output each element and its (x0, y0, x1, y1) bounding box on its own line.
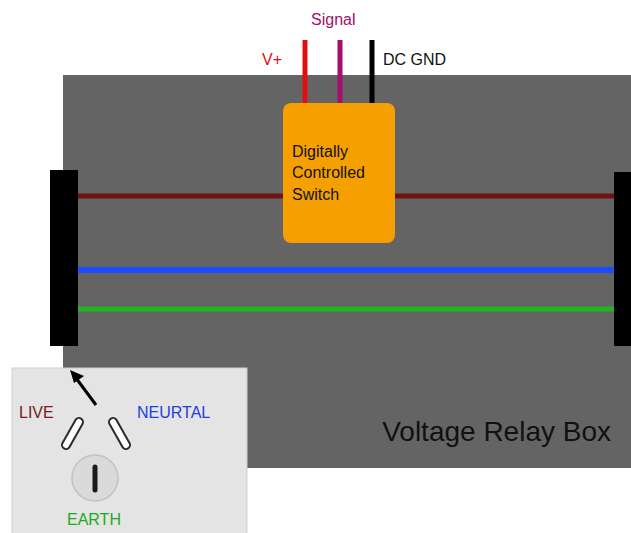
neutral-slot (113, 422, 126, 445)
plug-arrow-head (70, 370, 84, 383)
live-slot (66, 422, 79, 445)
output-connector (614, 172, 631, 346)
earth-recess (72, 455, 118, 501)
vplus-wire (303, 40, 308, 106)
pin-label: V+ (262, 51, 282, 69)
neutral-wire (78, 267, 614, 273)
earth-slot (93, 467, 98, 490)
earth-wire (78, 307, 614, 312)
power-socket (12, 368, 247, 533)
signal-wire (338, 40, 343, 106)
pin-label: DC GND (383, 51, 446, 69)
box-text: Digitally Controlled Switch (292, 141, 386, 206)
neutral-slot-face (113, 422, 126, 445)
live-slot-face (66, 422, 79, 445)
input-connector (50, 170, 78, 346)
socket-terminal-label: LIVE (19, 404, 54, 422)
relay-box-housing (63, 75, 631, 468)
box-title: Voltage Relay Box (382, 416, 611, 448)
plug-arrow-line (76, 378, 96, 405)
gnd-wire (370, 40, 375, 106)
socket-terminal-label: EARTH (67, 511, 121, 529)
pin-label: Signal (311, 11, 355, 29)
switch-box: Digitally Controlled Switch (283, 103, 395, 243)
socket-terminal-label: NEURTAL (137, 404, 210, 422)
